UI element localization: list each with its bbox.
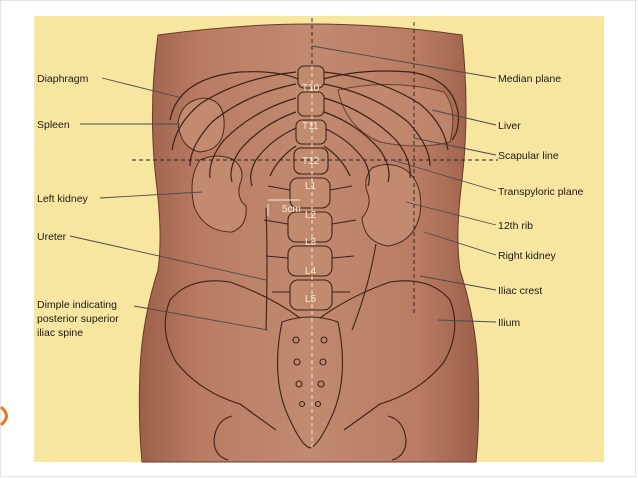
vertebra-l2-label: L2 xyxy=(305,210,317,221)
right-ureter xyxy=(351,243,377,331)
left-ilium xyxy=(164,280,301,431)
label-left-kidney: Left kidney xyxy=(37,193,89,205)
diaphragm-outline xyxy=(169,71,301,121)
five-cm-label: 5cm xyxy=(282,204,301,215)
label-liver: Liver xyxy=(498,120,521,132)
label-spleen: Spleen xyxy=(37,119,70,131)
right-ilium xyxy=(319,280,456,431)
vertebral-column xyxy=(263,65,357,311)
vertebra-t10-label: T10 xyxy=(302,83,320,94)
label-right-kidney: Right kidney xyxy=(498,250,557,262)
spleen-organ xyxy=(177,97,225,153)
median-plane-leader xyxy=(311,45,497,79)
label-12th-rib: 12th rib xyxy=(498,220,533,232)
right-kidney-organ xyxy=(361,164,422,247)
ureter-leader xyxy=(69,235,267,281)
liver-outline xyxy=(319,70,459,141)
left-ureter xyxy=(265,207,268,331)
left-femoral-head xyxy=(213,415,233,461)
rib-12-leader xyxy=(405,201,497,226)
vertebra-l5-label: L5 xyxy=(305,294,317,305)
vertebra-l3-label: L3 xyxy=(305,237,317,248)
vertebra-t12-label: T12 xyxy=(302,156,320,167)
vertebra-t11-label: T11 xyxy=(302,121,319,132)
label-dimple-line1: Dimple indicating xyxy=(37,299,117,311)
right-kidney-leader xyxy=(423,231,497,256)
decorative-orange-arc xyxy=(0,406,8,426)
label-ilium: Ilium xyxy=(498,317,520,329)
sacrum xyxy=(276,316,344,449)
transpyloric-plane-leader xyxy=(391,159,497,192)
liver-organ xyxy=(337,83,454,147)
label-median-plane: Median plane xyxy=(498,73,561,85)
label-diaphragm: Diaphragm xyxy=(37,73,89,85)
diaphragm-leader xyxy=(101,77,183,99)
right-femoral-head xyxy=(387,415,407,461)
iliac-crest-leader xyxy=(419,275,497,291)
vertebra-l4-label: L4 xyxy=(305,266,317,277)
left-ribs xyxy=(171,71,297,187)
ilium-leader xyxy=(437,319,497,323)
sacral-foramina xyxy=(292,336,328,408)
left-kidney-leader xyxy=(99,191,203,199)
label-ureter: Ureter xyxy=(37,231,67,243)
scapular-line-leader xyxy=(413,137,497,156)
label-iliac-crest: Iliac crest xyxy=(498,285,542,297)
dimple-leader xyxy=(133,305,269,331)
label-dimple-line2: posterior superior xyxy=(37,313,119,325)
label-dimple-line3: iliac spine xyxy=(37,327,83,339)
label-scapular-line: Scapular line xyxy=(498,150,559,162)
liver-leader xyxy=(431,109,497,126)
vertebra-l1-label: L1 xyxy=(305,181,317,192)
label-transpyloric-plane: Transpyloric plane xyxy=(498,186,584,198)
